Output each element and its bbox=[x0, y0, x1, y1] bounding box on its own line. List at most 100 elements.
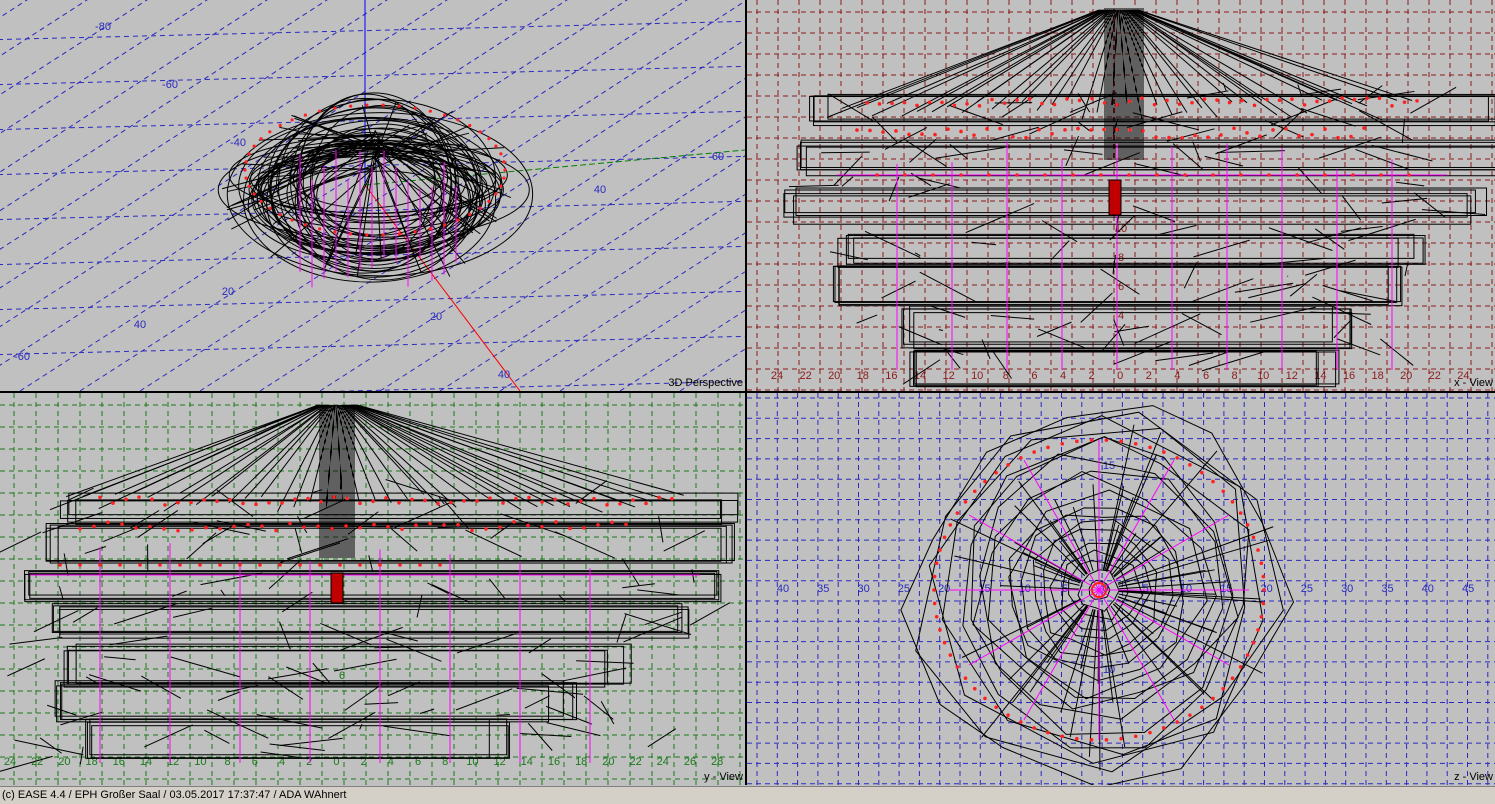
wire-edge bbox=[1081, 293, 1113, 322]
speaker-marker bbox=[244, 177, 247, 180]
status-text: (c) EASE 4.4 / EPH Großer Saal / 03.05.2… bbox=[0, 789, 346, 801]
source-marker bbox=[1109, 180, 1121, 215]
speaker-marker bbox=[267, 501, 271, 505]
speaker-marker bbox=[1336, 136, 1340, 140]
speaker-marker bbox=[1262, 575, 1266, 579]
speaker-marker bbox=[253, 144, 256, 147]
wire-edge bbox=[64, 553, 68, 575]
speaker-marker bbox=[92, 525, 96, 529]
deck-outline bbox=[52, 604, 682, 633]
roof-edge bbox=[164, 405, 325, 511]
speaker-marker bbox=[243, 168, 246, 171]
speaker-marker bbox=[1154, 136, 1158, 140]
speaker-marker bbox=[400, 527, 404, 531]
speaker-marker bbox=[1188, 463, 1192, 467]
wire-edge bbox=[218, 692, 240, 700]
wire-edge bbox=[1101, 610, 1113, 703]
tick-label: 14 bbox=[521, 756, 533, 768]
viewport-z-view[interactable]: 4035302520151050510152025303540451510 z … bbox=[747, 393, 1495, 785]
speaker-marker bbox=[1178, 102, 1182, 106]
roof-edge bbox=[350, 405, 570, 506]
speaker-marker bbox=[118, 563, 122, 567]
speaker-marker bbox=[514, 497, 518, 501]
wire-edge bbox=[1192, 279, 1254, 302]
speaker-marker bbox=[943, 535, 947, 539]
grid-line bbox=[0, 65, 745, 85]
speaker-marker bbox=[358, 502, 362, 506]
roof-edge bbox=[131, 405, 323, 494]
wire-edge bbox=[0, 532, 41, 554]
speaker-marker bbox=[890, 101, 894, 105]
speaker-marker bbox=[1265, 98, 1269, 102]
viewport-divider-horizontal[interactable] bbox=[0, 391, 1495, 393]
speaker-marker bbox=[1128, 128, 1132, 132]
speaker-marker bbox=[1043, 173, 1047, 177]
wire-edge bbox=[1103, 425, 1134, 571]
speaker-marker bbox=[198, 563, 202, 567]
speaker-marker bbox=[378, 563, 382, 567]
roof-edge bbox=[1137, 10, 1397, 100]
speaker-marker bbox=[280, 501, 284, 505]
speaker-marker bbox=[1050, 132, 1054, 136]
speaker-marker bbox=[1390, 104, 1394, 108]
speaker-marker bbox=[479, 130, 482, 133]
tick-label: 40 bbox=[777, 583, 789, 595]
speaker-marker bbox=[1252, 535, 1256, 539]
speaker-marker bbox=[468, 213, 471, 216]
speaker-marker bbox=[907, 133, 911, 137]
speaker-marker bbox=[1365, 97, 1369, 101]
wire-edge bbox=[1156, 353, 1213, 361]
wire-edge bbox=[85, 546, 106, 553]
speaker-marker bbox=[933, 133, 937, 137]
speaker-marker bbox=[972, 133, 976, 137]
speaker-marker bbox=[318, 110, 321, 113]
speaker-marker bbox=[1162, 726, 1166, 730]
wire-edge bbox=[295, 528, 302, 553]
speaker-marker bbox=[274, 529, 278, 533]
wire-edge bbox=[341, 477, 342, 489]
speaker-marker bbox=[931, 173, 935, 177]
speaker-marker bbox=[316, 524, 320, 528]
z-view-canvas[interactable]: 4035302520151050510152025303540451510 bbox=[747, 393, 1495, 785]
speaker-marker bbox=[1340, 96, 1344, 100]
roof-edge bbox=[1138, 10, 1412, 100]
wire-edge bbox=[360, 724, 362, 729]
speaker-marker bbox=[494, 192, 497, 195]
deck-outline bbox=[828, 94, 1495, 119]
speaker-marker bbox=[618, 502, 622, 506]
wire-edge bbox=[110, 636, 168, 645]
speaker-marker bbox=[938, 628, 942, 632]
speaker-marker bbox=[928, 101, 932, 105]
speaker-marker bbox=[610, 521, 614, 525]
speaker-marker bbox=[1006, 463, 1010, 467]
speaker-marker bbox=[1024, 136, 1028, 140]
speaker-marker bbox=[1099, 173, 1103, 177]
viewport-label: x - View bbox=[1454, 377, 1493, 389]
speaker-marker bbox=[949, 523, 953, 527]
speaker-marker bbox=[1089, 128, 1093, 132]
deck-outline bbox=[90, 719, 507, 755]
speaker-marker bbox=[1219, 133, 1223, 137]
speaker-marker bbox=[1119, 440, 1123, 444]
speaker-marker bbox=[487, 200, 490, 203]
speaker-marker bbox=[1115, 128, 1119, 132]
speaker-marker bbox=[1256, 548, 1260, 552]
speaker-marker bbox=[994, 705, 998, 709]
wire-edge bbox=[1111, 606, 1166, 680]
deck-outline bbox=[69, 493, 738, 515]
speaker-marker bbox=[1003, 101, 1007, 105]
wire-edge bbox=[268, 677, 303, 700]
wire-edge bbox=[59, 586, 63, 599]
wire-edge bbox=[465, 530, 521, 557]
speaker-marker bbox=[178, 563, 182, 567]
speaker-marker bbox=[1378, 96, 1382, 100]
wire-edge bbox=[427, 583, 448, 594]
speaker-marker bbox=[1260, 561, 1264, 565]
speaker-marker bbox=[349, 232, 352, 235]
